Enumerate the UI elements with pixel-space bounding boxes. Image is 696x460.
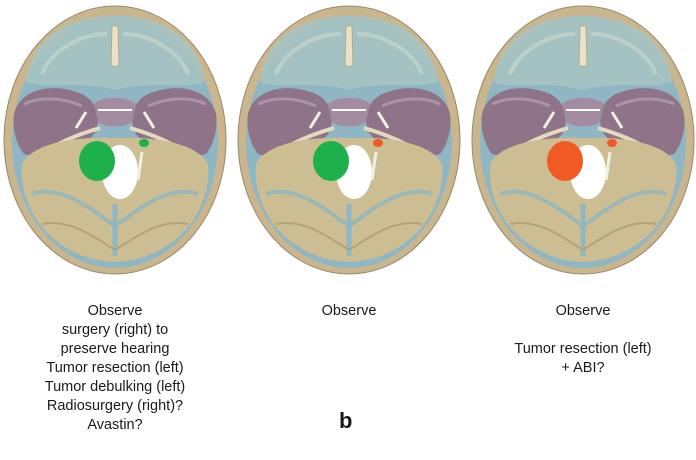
- crista-galli: [579, 26, 587, 66]
- caption-line: + ABI?: [470, 359, 696, 378]
- sella: [562, 98, 604, 127]
- skull-base-illustration: [236, 4, 462, 276]
- tumor-right: [607, 139, 617, 147]
- tumor-right: [373, 139, 383, 147]
- crista-galli: [345, 26, 353, 66]
- sella: [94, 98, 136, 127]
- caption-line: Observe: [2, 302, 228, 321]
- tumor-left: [313, 141, 349, 181]
- caption-panel-2: Observe: [236, 302, 462, 321]
- tumor-left: [547, 141, 583, 181]
- caption-panel-1: Observe surgery (right) to preserve hear…: [2, 302, 228, 435]
- caption-line: Avastin?: [2, 416, 228, 435]
- caption-line: Observe: [236, 302, 462, 321]
- tumor-right: [139, 139, 149, 147]
- caption-line: surgery (right) to: [2, 321, 228, 340]
- skull-base-illustration: [2, 4, 228, 276]
- skull-panel-2: [236, 4, 462, 276]
- skull-panel-3: [470, 4, 696, 276]
- caption-line: preserve hearing: [2, 340, 228, 359]
- caption-line: Tumor resection (left): [470, 340, 696, 359]
- sella: [328, 98, 370, 127]
- caption-panel-3: Observe Tumor resection (left) + ABI?: [470, 302, 696, 378]
- caption-line: Observe: [470, 302, 696, 321]
- skull-panel-1: [2, 4, 228, 276]
- crista-galli: [111, 26, 119, 66]
- caption-line: Tumor debulking (left): [2, 378, 228, 397]
- figure-label: b: [339, 408, 352, 434]
- caption-line: Tumor resection (left): [2, 359, 228, 378]
- caption-spacer: [470, 321, 696, 340]
- skull-base-illustration: [470, 4, 696, 276]
- caption-line: Radiosurgery (right)?: [2, 397, 228, 416]
- tumor-left: [79, 141, 115, 181]
